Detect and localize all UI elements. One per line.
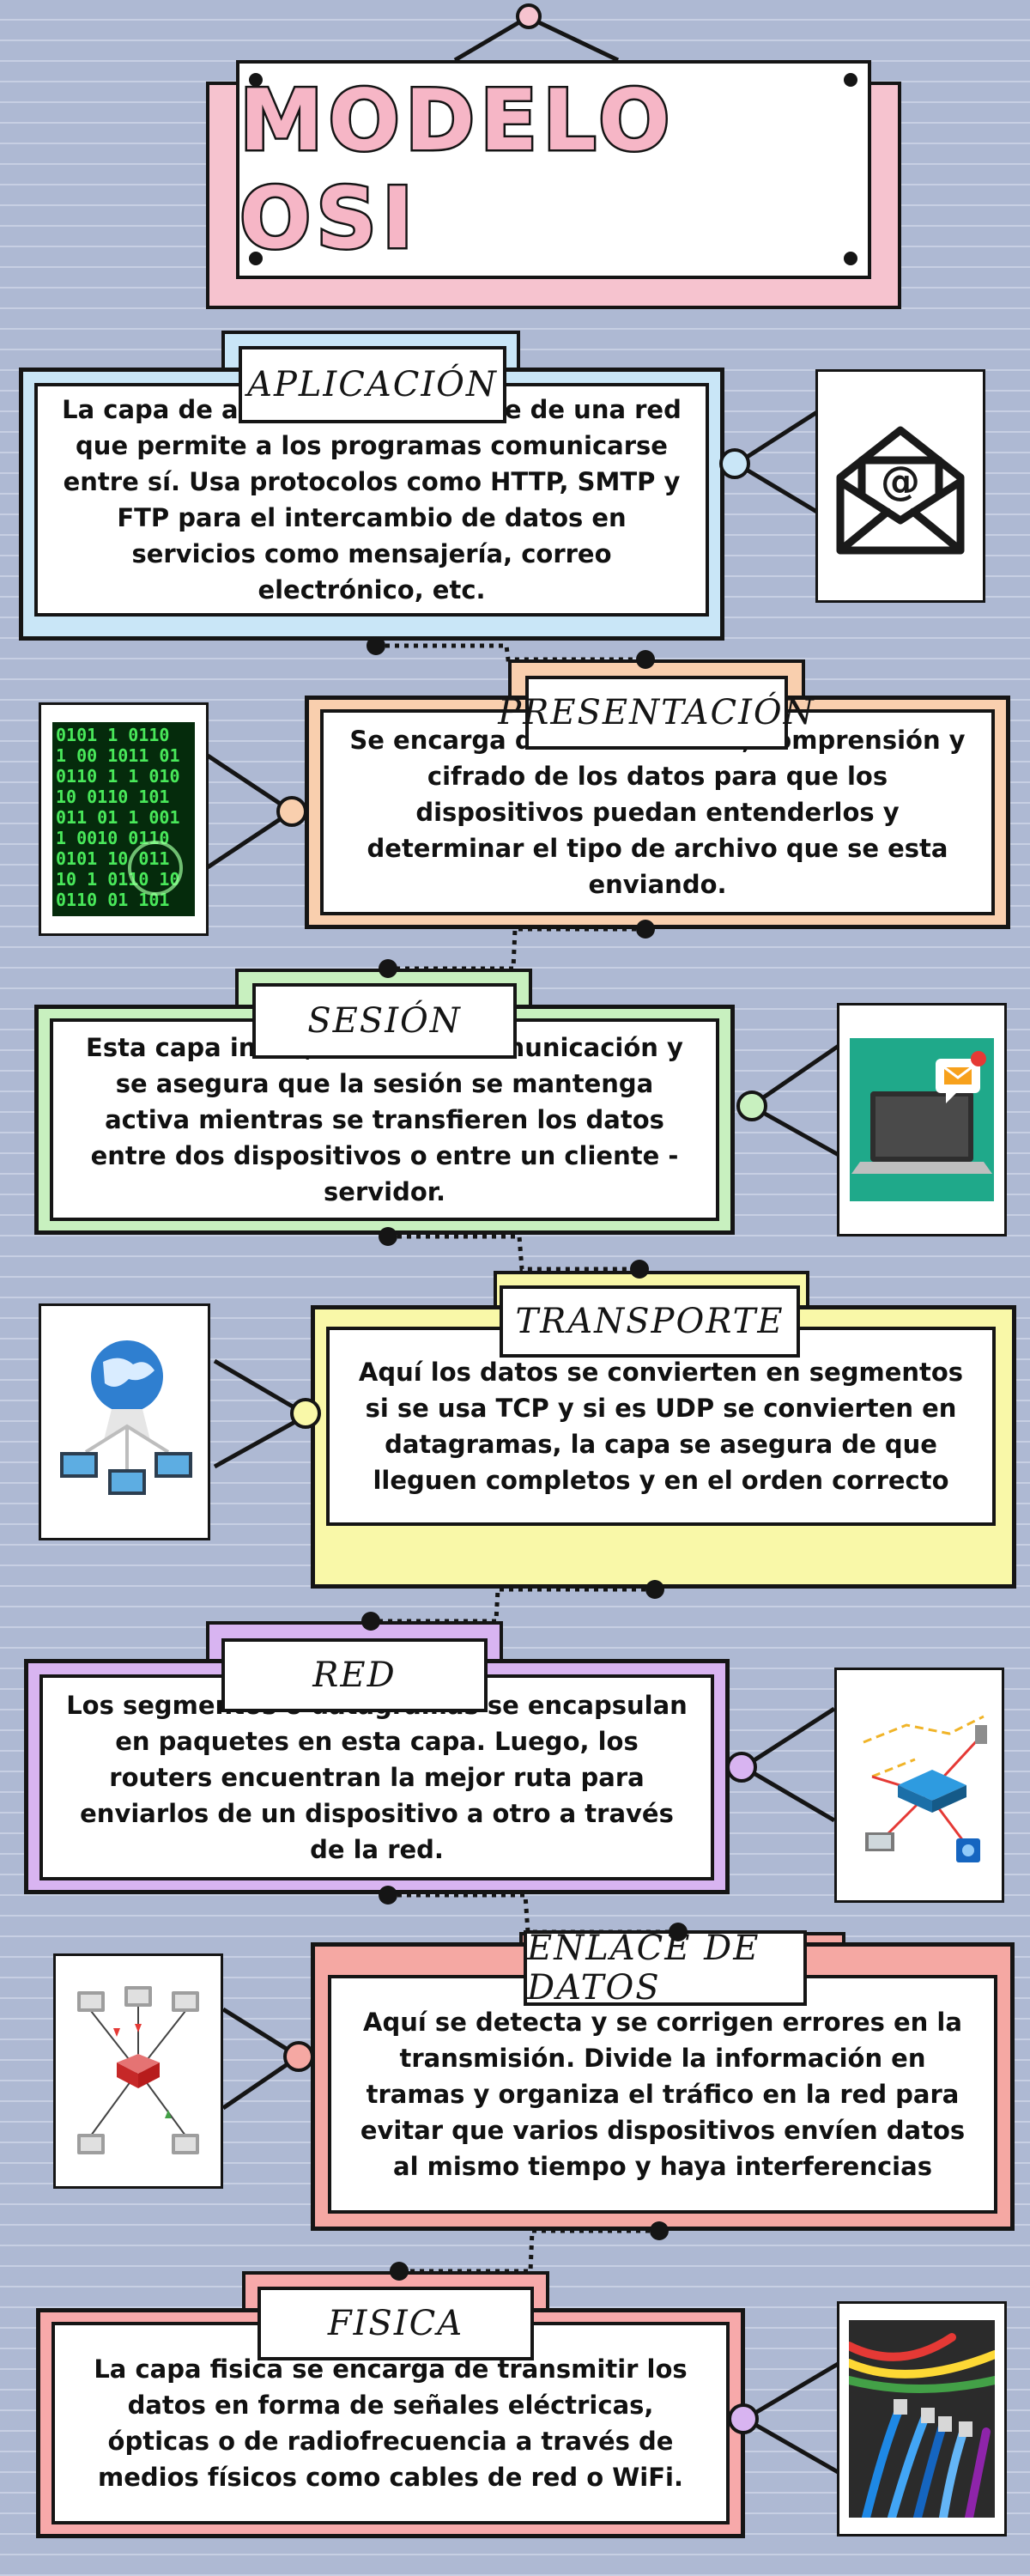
path-dot bbox=[379, 959, 397, 978]
router-computers-icon bbox=[77, 1986, 199, 2154]
title-bolt bbox=[249, 252, 263, 265]
layer-description-box: Se encarga de la traducción, comprensión… bbox=[320, 709, 995, 915]
path-dot bbox=[650, 2221, 669, 2240]
svg-text:0101 1 0110: 0101 1 0110 bbox=[56, 725, 169, 745]
layer-image-presentacion: 0101 1 0110 1 00 1011 01 0110 1 1 010 10… bbox=[39, 702, 209, 936]
path-dot bbox=[361, 1612, 380, 1631]
layer-title: RED bbox=[312, 1656, 397, 1695]
path-dot bbox=[636, 920, 655, 939]
title-card: MODELO OSI bbox=[236, 60, 871, 279]
layer-tab-presentacion: PRESENTACIÓN bbox=[498, 676, 814, 750]
layer-title: FISICA bbox=[327, 2304, 464, 2343]
layer-description-box: Aquí los datos se convierten en segmento… bbox=[326, 1327, 996, 1526]
network-cables-icon bbox=[849, 2320, 995, 2518]
layer-title: SESIÓN bbox=[307, 1001, 462, 1041]
layer-image-transporte bbox=[39, 1303, 210, 1540]
path-dot bbox=[669, 1923, 688, 1941]
layer-image-red bbox=[834, 1668, 1004, 1903]
svg-text:0101 10 011: 0101 10 011 bbox=[56, 848, 169, 869]
connector-knob bbox=[719, 448, 750, 479]
layer-image-sesion bbox=[837, 1003, 1007, 1236]
svg-text:011 01 1 001: 011 01 1 001 bbox=[56, 807, 180, 828]
connector-knob bbox=[290, 1398, 321, 1429]
svg-text:1 0010 0110: 1 0010 0110 bbox=[56, 828, 169, 848]
layer-tab-enlace: ENLACE DE DATOS bbox=[524, 1929, 807, 2008]
layer-description-box: Aquí se detecta y se corrigen errores en… bbox=[328, 1975, 997, 2214]
svg-text:10 1 0110 10: 10 1 0110 10 bbox=[56, 869, 180, 890]
title-bolt bbox=[844, 252, 857, 265]
layer-image-enlace bbox=[53, 1953, 223, 2189]
connector-knob bbox=[728, 2403, 759, 2434]
layer-title: PRESENTACIÓN bbox=[498, 693, 815, 732]
connector-knob bbox=[276, 796, 307, 827]
layer-description-box: La capa de aplicación es la parte de una… bbox=[34, 383, 709, 617]
layer-tab-transporte: TRANSPORTE bbox=[500, 1285, 800, 1358]
layer-description: Los segmentos o datagramas se encapsulan… bbox=[66, 1691, 688, 1864]
path-dot bbox=[379, 1886, 397, 1905]
title-bolt bbox=[844, 73, 857, 87]
svg-text:1 00 1011 01: 1 00 1011 01 bbox=[56, 745, 180, 766]
layer-tab-red: RED bbox=[221, 1638, 488, 1712]
layer-description: Se encarga de la traducción, comprensión… bbox=[349, 726, 966, 899]
svg-text:0110 1 1 010: 0110 1 1 010 bbox=[56, 766, 180, 787]
layer-description: La capa fisica se encarga de transmitir … bbox=[94, 2354, 688, 2492]
layer-description: La capa de aplicación es la parte de una… bbox=[62, 395, 682, 605]
layer-title: TRANSPORTE bbox=[515, 1302, 785, 1341]
globe-network-icon bbox=[60, 1340, 192, 1495]
network-switch-icon bbox=[863, 1715, 987, 1862]
title-hanger-knob bbox=[516, 3, 542, 29]
layer-title: APLICACIÓN bbox=[247, 365, 498, 404]
connector-knob bbox=[726, 1752, 757, 1783]
binary-code-icon: 0101 1 0110 1 00 1011 01 0110 1 1 010 10… bbox=[52, 722, 195, 916]
path-dot bbox=[367, 636, 385, 655]
email-envelope-icon: @ bbox=[836, 426, 965, 555]
page-title: MODELO OSI bbox=[238, 70, 676, 270]
layer-image-aplicacion: @ bbox=[815, 369, 985, 603]
layer-description: Aquí los datos se convierten en segmento… bbox=[358, 1358, 964, 1495]
layer-tab-fisica: FISICA bbox=[258, 2287, 534, 2360]
path-dot bbox=[630, 1260, 649, 1279]
layer-tab-aplicacion: APLICACIÓN bbox=[239, 346, 506, 423]
path-dot bbox=[379, 1227, 397, 1246]
title-bolt bbox=[249, 73, 263, 87]
path-dot bbox=[636, 650, 655, 669]
layer-description: Aquí se detecta y se corrigen errores en… bbox=[360, 2008, 966, 2181]
layer-title: ENLACE DE DATOS bbox=[527, 1929, 760, 2008]
layer-tab-sesion: SESIÓN bbox=[252, 983, 517, 1059]
path-dot bbox=[645, 1580, 664, 1599]
connector-knob bbox=[283, 2041, 314, 2072]
connector-knob bbox=[736, 1091, 767, 1121]
laptop-message-icon bbox=[850, 1038, 994, 1201]
layer-image-fisica bbox=[837, 2301, 1007, 2537]
svg-text:10 0110 101: 10 0110 101 bbox=[56, 787, 169, 807]
svg-text:@: @ bbox=[881, 458, 920, 504]
path-dot bbox=[390, 2262, 409, 2281]
